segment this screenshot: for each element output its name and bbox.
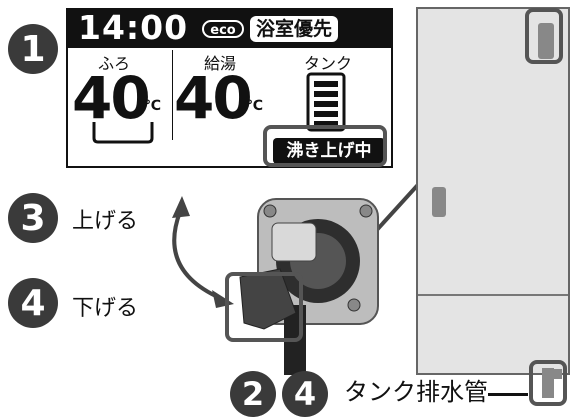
valve-lever-highlight	[225, 272, 303, 342]
tank-label: タンク	[304, 54, 353, 73]
step-1-badge: 1	[8, 24, 58, 74]
step-4-number: 4	[20, 282, 46, 324]
unit-seam	[418, 294, 568, 296]
step-3-badge: 3	[8, 193, 58, 243]
tank-status-highlight	[263, 125, 387, 167]
indicator-highlight	[525, 8, 563, 64]
drain-pipe-highlight	[529, 360, 567, 406]
step-4-badge: 4	[8, 278, 58, 328]
supply-label: 給湯	[204, 54, 237, 73]
bath-label: ふろ	[98, 54, 131, 73]
bathtub-icon	[92, 122, 154, 144]
step-4-number-bottom: 4	[293, 375, 317, 413]
clock-time: 14:00	[78, 8, 189, 47]
unit-handle	[432, 187, 446, 217]
unit-indicator-lamp	[538, 23, 554, 59]
remote-control-panel: 14:00 eco 浴室優先 ふろ 40 ℃ 給湯 40 ℃ タンク 沸き上げ中	[66, 8, 393, 168]
bath-temperature: 40	[72, 64, 151, 132]
step-3-number: 3	[20, 197, 46, 239]
panel-divider-1	[172, 50, 173, 140]
step-4-badge-bottom: 4	[282, 371, 328, 417]
supply-degree-unit: ℃	[246, 98, 263, 114]
bath-degree-unit: ℃	[144, 98, 161, 114]
drain-pipe-label: タンク排水管	[344, 378, 488, 406]
step-2-badge: 2	[230, 371, 276, 417]
drain-pipe-leader-line	[488, 393, 528, 396]
lower-label: 下げる	[72, 296, 139, 321]
bath-priority-badge: 浴室優先	[250, 16, 339, 42]
heating-status: 沸き上げ中	[273, 138, 385, 164]
raise-label: 上げる	[72, 209, 139, 234]
storage-tank-unit	[416, 7, 570, 379]
eco-badge: eco	[202, 20, 244, 38]
step-2-number: 2	[241, 375, 265, 413]
step-1-number: 1	[20, 28, 46, 70]
tank-level-icon	[306, 72, 346, 132]
drain-pipe	[542, 368, 554, 398]
supply-temperature: 40	[174, 64, 253, 132]
